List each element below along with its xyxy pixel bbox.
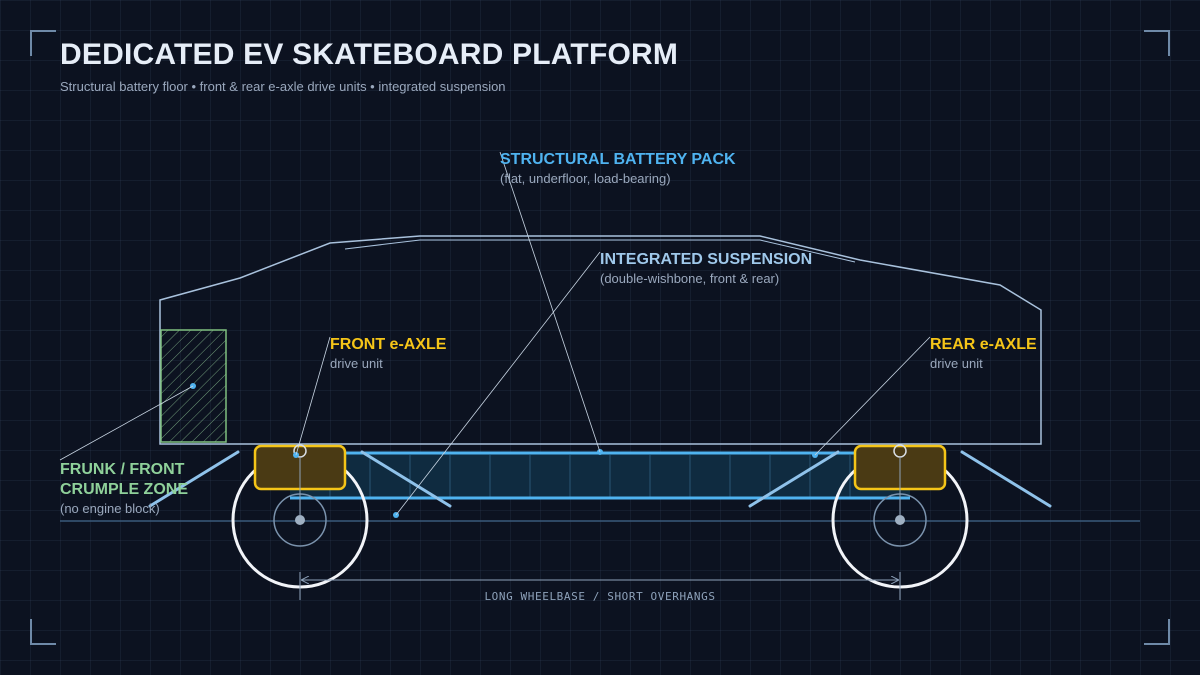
callout-suspension: INTEGRATED SUSPENSION (double-wishbone, … — [600, 250, 812, 287]
callout-frunk-note: (no engine block) — [60, 501, 160, 516]
callout-battery-note: (flat, underfloor, load-bearing) — [500, 171, 671, 186]
callout-battery-title: STRUCTURAL BATTERY PACK — [500, 151, 736, 168]
callout-rear-e-axle: REAR e-AXLE drive unit — [930, 335, 1037, 372]
vehicle-body-outline — [159, 235, 1042, 445]
callout-front-axle-title: FRONT e-AXLE — [330, 336, 447, 353]
corner-bracket-bottom-left — [30, 619, 56, 645]
callout-suspension-title: INTEGRATED SUSPENSION — [600, 251, 813, 268]
corner-bracket-bottom-right — [1144, 619, 1170, 645]
callout-battery-pack: STRUCTURAL BATTERY PACK (flat, underfloo… — [500, 150, 736, 187]
leader-lines — [59, 151, 931, 516]
suspension-arms — [148, 450, 1052, 508]
callout-rear-axle-title: REAR e-AXLE — [930, 336, 1037, 353]
callout-suspension-note: (double-wishbone, front & rear) — [600, 271, 780, 286]
callout-front-axle-note: drive unit — [330, 356, 383, 371]
callout-frunk: FRUNK / FRONT CRUMPLE ZONE (no engine bl… — [60, 460, 220, 517]
corner-bracket-top-right — [1144, 30, 1170, 56]
wheelbase-label: LONG WHEELBASE / SHORT OVERHANGS — [484, 590, 716, 603]
battery-pack — [290, 453, 910, 499]
callout-rear-axle-note: drive unit — [930, 356, 983, 371]
callout-front-e-axle: FRONT e-AXLE drive unit — [330, 335, 446, 372]
page-subtitle: Structural battery floor • front & rear … — [60, 79, 506, 94]
page-title: DEDICATED EV SKATEBOARD PLATFORM — [60, 38, 679, 71]
windshield-line — [344, 239, 856, 263]
callout-frunk-title: FRUNK / FRONT CRUMPLE ZONE — [60, 461, 188, 498]
corner-bracket-top-left — [30, 30, 56, 56]
